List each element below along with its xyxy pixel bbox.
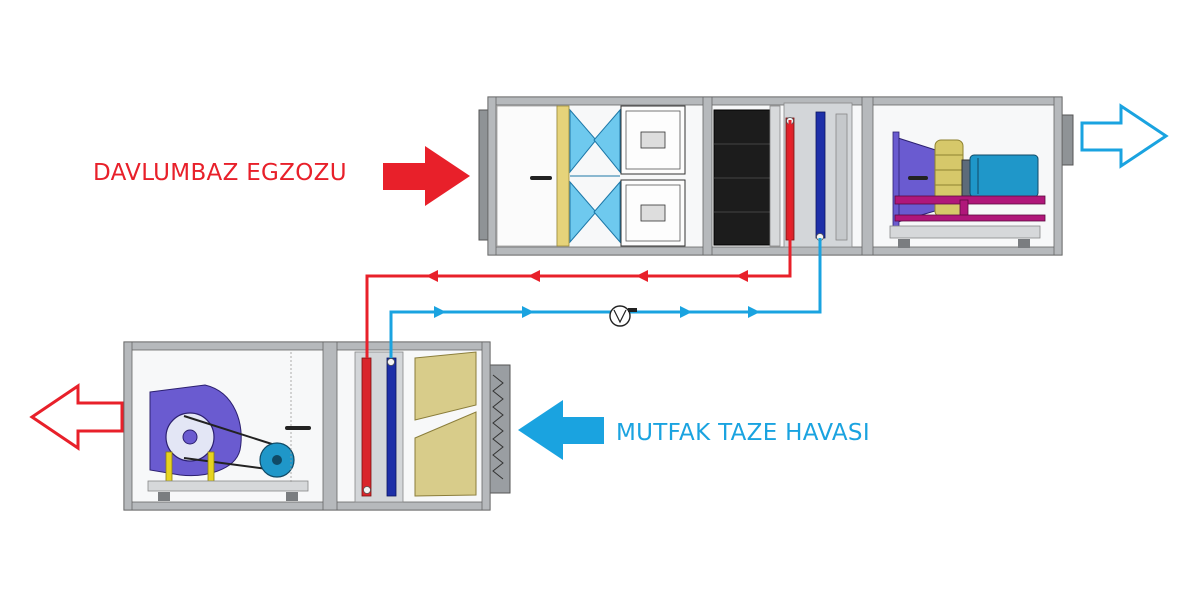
exhaust-heat-cell: [713, 105, 781, 247]
pipe-blue: [389, 238, 822, 358]
exhaust-door-handle: [530, 176, 552, 180]
flow-arrow-icon: [528, 270, 540, 282]
exhaust-coils: [783, 102, 853, 248]
supply-inlet-louver: [487, 364, 511, 494]
exhaust-outlet-arrow-icon: [1080, 103, 1169, 169]
fresh-air-inlet-arrow-icon: [518, 400, 604, 460]
pump-icon: [609, 305, 637, 327]
supply-unit: [123, 341, 511, 511]
fresh-air-label: MUTFAK TAZE HAVASI: [616, 420, 870, 446]
flow-arrow-icon: [636, 270, 648, 282]
flow-arrow-icon: [434, 306, 446, 318]
exhaust-motor-icon: [969, 154, 1039, 198]
flow-arrow-icon: [522, 306, 534, 318]
supply-red-coil: [361, 357, 372, 497]
pipe-red: [365, 120, 792, 358]
exhaust-filter: [556, 105, 621, 247]
flow-arrow-icon: [736, 270, 748, 282]
flow-arrow-icon: [680, 306, 692, 318]
supply-outlet-arrow-icon: [29, 383, 124, 451]
supply-blue-coil: [386, 357, 397, 497]
exhaust-outlet-collar: [1060, 114, 1074, 166]
exhaust-fan-assembly: [889, 131, 1046, 248]
supply-fan-assembly: [147, 352, 311, 501]
exhaust-inlet-arrow-icon: [383, 146, 470, 206]
supply-filter-icon: [414, 351, 477, 497]
exhaust-label: DAVLUMBAZ EGZOZU: [93, 160, 347, 186]
flow-arrow-icon: [426, 270, 438, 282]
exhaust-blue-coil: [815, 111, 826, 239]
supply-coils: [354, 351, 404, 503]
filter-housings: [620, 105, 686, 247]
flow-arrow-icon: [748, 306, 760, 318]
exhaust-unit: [478, 96, 1074, 256]
